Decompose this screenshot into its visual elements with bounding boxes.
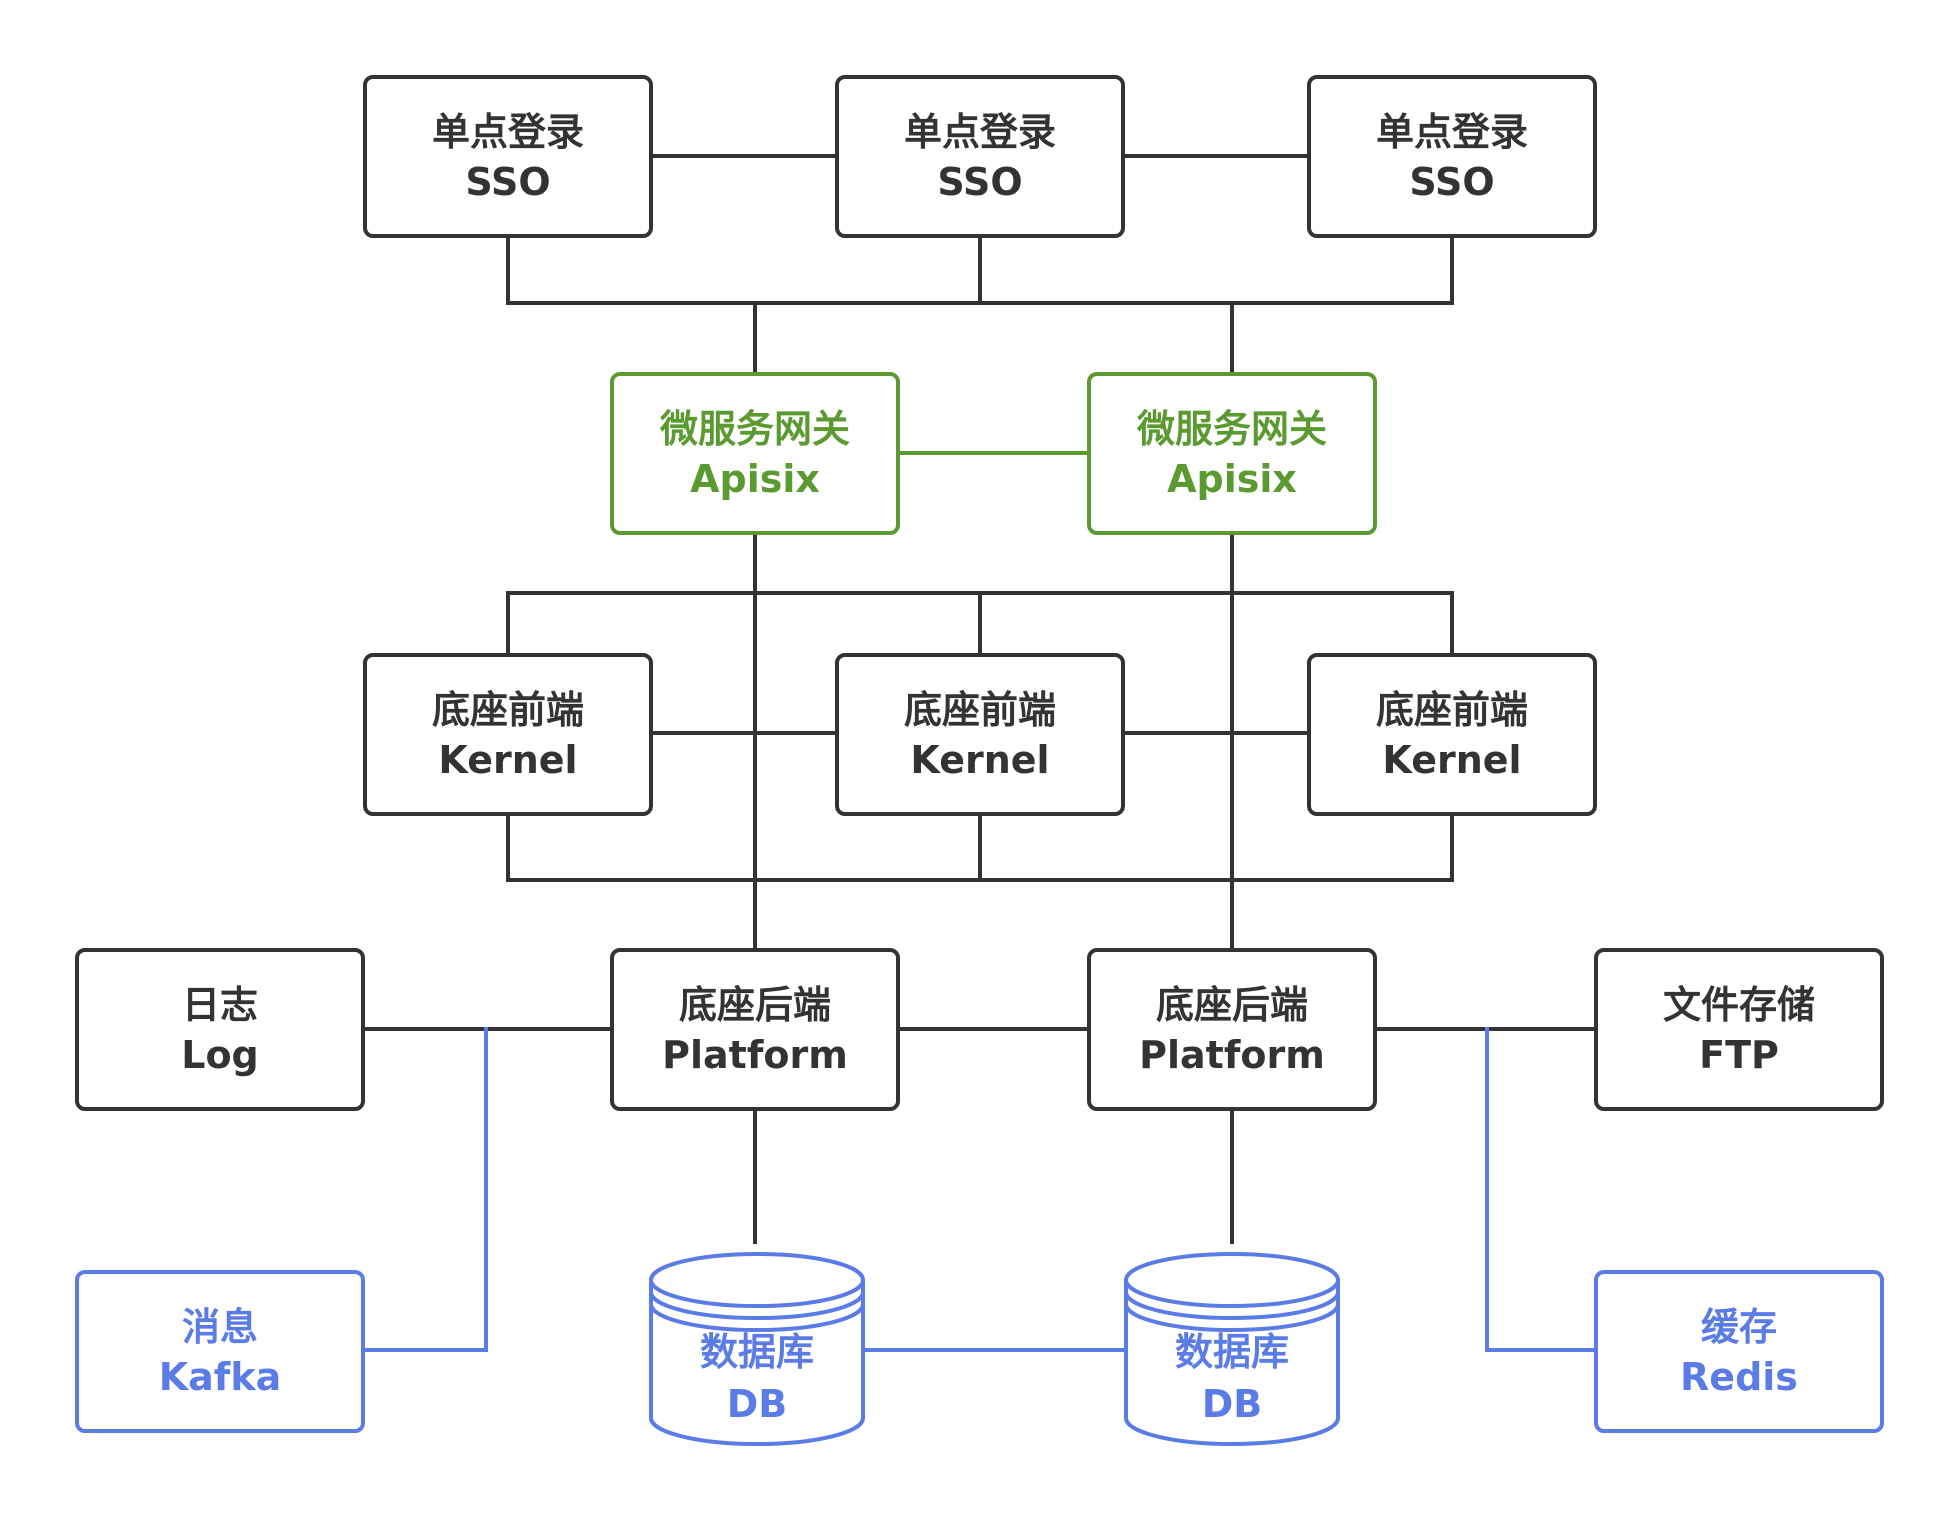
node-title: 底座前端	[1375, 687, 1528, 732]
kernel-node: 底座前端 Kernel	[835, 653, 1125, 816]
node-subtitle: Kernel	[438, 737, 578, 782]
sso-node: 单点登录 SSO	[835, 75, 1125, 238]
platform-node: 底座后端 Platform	[610, 948, 900, 1111]
node-title: 底座前端	[903, 687, 1056, 732]
node-subtitle: SSO	[465, 159, 551, 204]
node-subtitle: SSO	[1409, 159, 1495, 204]
platform-node: 底座后端 Platform	[1087, 948, 1377, 1111]
node-subtitle: Redis	[1680, 1354, 1798, 1399]
node-title: 底座后端	[678, 982, 831, 1027]
node-title: 微服务网关	[659, 406, 850, 451]
sso-node: 单点登录 SSO	[1307, 75, 1597, 238]
node-subtitle: Kernel	[910, 737, 1050, 782]
node-title: 文件存储	[1662, 982, 1815, 1027]
database-node: 数据库 DB	[647, 1240, 867, 1460]
kernel-node: 底座前端 Kernel	[1307, 653, 1597, 816]
node-subtitle: Apisix	[690, 456, 820, 501]
node-title: 单点登录	[431, 109, 584, 154]
node-title: 单点登录	[903, 109, 1056, 154]
node-title: 底座后端	[1155, 982, 1308, 1027]
node-title: 数据库	[699, 1330, 814, 1374]
database-node: 数据库 DB	[1122, 1240, 1342, 1460]
kafka-node: 消息 Kafka	[75, 1270, 365, 1433]
node-title: 单点登录	[1375, 109, 1528, 154]
redis-node: 缓存 Redis	[1594, 1270, 1884, 1433]
node-title: 数据库	[1174, 1330, 1289, 1374]
gateway-node: 微服务网关 Apisix	[1087, 372, 1377, 535]
node-subtitle: Platform	[1139, 1032, 1325, 1077]
ftp-node: 文件存储 FTP	[1594, 948, 1884, 1111]
log-node: 日志 Log	[75, 948, 365, 1111]
node-title: 缓存	[1700, 1304, 1777, 1349]
node-subtitle: SSO	[937, 159, 1023, 204]
node-subtitle: DB	[1201, 1382, 1263, 1426]
node-subtitle: FTP	[1699, 1032, 1779, 1077]
database-icon	[649, 1252, 865, 1446]
database-icon	[1124, 1252, 1340, 1446]
kafka-link	[361, 1027, 488, 1352]
redis-link	[1485, 1027, 1594, 1352]
node-title: 底座前端	[431, 687, 584, 732]
node-subtitle: Apisix	[1167, 456, 1297, 501]
node-subtitle: Platform	[662, 1032, 848, 1077]
node-subtitle: Log	[181, 1032, 259, 1077]
kernel-node: 底座前端 Kernel	[363, 653, 653, 816]
node-subtitle: Kernel	[1382, 737, 1522, 782]
node-title: 消息	[181, 1304, 258, 1349]
node-title: 日志	[181, 982, 258, 1027]
sso-node: 单点登录 SSO	[363, 75, 653, 238]
node-title: 微服务网关	[1136, 406, 1327, 451]
node-subtitle: DB	[726, 1382, 788, 1426]
node-subtitle: Kafka	[158, 1354, 282, 1399]
gateway-node: 微服务网关 Apisix	[610, 372, 900, 535]
